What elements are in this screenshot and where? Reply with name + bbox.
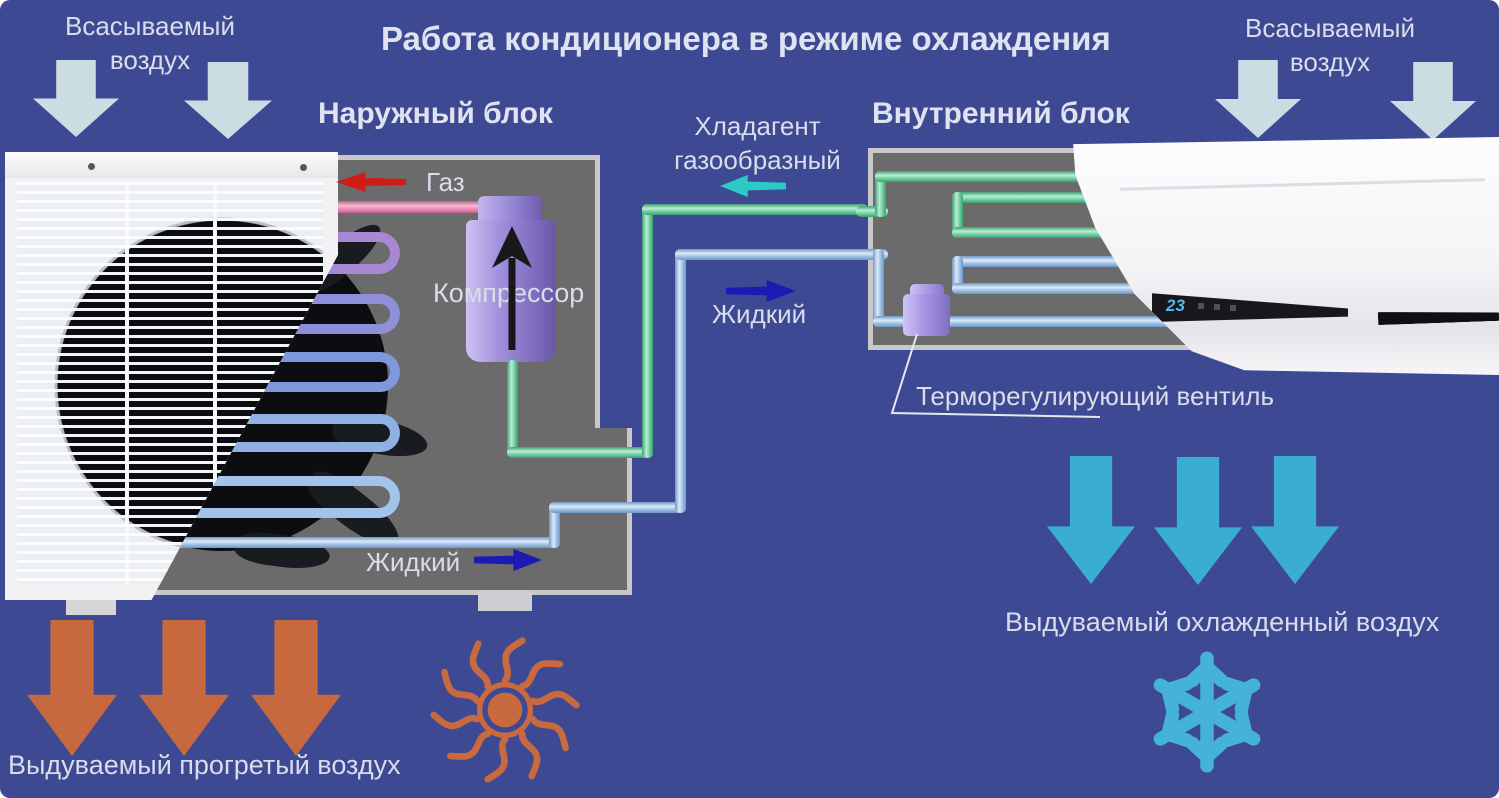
liquid-line-label: Жидкий — [712, 299, 807, 329]
display-indicator-icon — [1214, 304, 1220, 310]
warm-air-arrow-icon — [251, 620, 341, 756]
cool-exhaust-label: Выдуваемый охлажденный воздух — [1005, 607, 1440, 637]
pipe-liquid — [675, 249, 867, 260]
compressor-label: Компрессор — [433, 278, 585, 308]
evaporator-coil-gas — [875, 171, 1100, 182]
condenser-coil-loop — [170, 352, 400, 392]
snowflake-icon — [1153, 651, 1261, 773]
gas-label: Газ — [426, 167, 465, 197]
pipe-gas — [642, 204, 653, 458]
outdoor-unit-label: Наружный блок — [318, 97, 553, 130]
evaporator-coil-liquid — [873, 249, 884, 327]
sun-icon — [430, 637, 580, 783]
pipe-gas — [642, 204, 868, 215]
evaporator-coil-liquid — [952, 256, 1142, 267]
intake-air-right-label: Всасываемый воздух — [1244, 13, 1415, 77]
evaporator-coil-liquid — [952, 283, 1152, 294]
screw-icon — [300, 164, 307, 171]
evaporator-coil-gas — [952, 192, 963, 238]
refrigerant-gas-label: Хладагент газообразный — [674, 111, 841, 175]
warm-exhaust-label: Выдуваемый прогретый воздух — [8, 750, 401, 780]
cool-air-arrow-icon — [1251, 456, 1339, 584]
screw-icon — [88, 163, 95, 170]
condenser-coil-loop — [170, 414, 400, 452]
outdoor-unit-top-cap — [5, 152, 338, 178]
evaporator-coil-gas — [952, 227, 1122, 238]
pipe-liquid — [675, 249, 686, 513]
indoor-display-temperature: 23 — [1166, 296, 1185, 315]
pipe-liquid — [158, 537, 560, 548]
casing-crease — [1120, 178, 1485, 191]
pipe-liquid — [549, 502, 560, 548]
expansion-valve-cap — [910, 284, 944, 296]
outdoor-unit-foot — [478, 591, 532, 611]
page-title: Работа кондиционера в режиме охлаждения — [380, 20, 1111, 57]
expansion-valve-label: Терморегулирующий вентиль — [916, 381, 1275, 411]
expansion-valve — [903, 294, 950, 336]
condenser-coil-loop — [170, 476, 400, 518]
warm-air-arrow-icon — [139, 620, 229, 756]
liquid-outdoor-label: Жидкий — [366, 547, 461, 577]
pipe-hot-gas — [300, 201, 485, 213]
pipe-liquid — [549, 502, 686, 513]
evaporator-coil-gas — [856, 206, 888, 217]
evaporator-coil-gas — [875, 171, 886, 217]
refrigerant-flow-arrow-icon — [720, 175, 786, 197]
cool-air-arrow-icon — [1047, 456, 1135, 584]
pipe-gas — [507, 360, 518, 455]
display-indicator-icon — [1198, 303, 1204, 309]
intake-air-left-label: Всасываемый воздух — [64, 11, 235, 75]
display-indicator-icon — [1230, 305, 1236, 311]
outdoor-unit-foot — [66, 595, 116, 615]
warm-air-arrow-icon — [27, 620, 117, 756]
indoor-louver-slot — [1378, 308, 1499, 325]
evaporator-coil-liquid — [873, 316, 1193, 327]
pipe-gas — [507, 447, 653, 458]
indoor-unit-label: Внутренний блок — [872, 97, 1130, 130]
cool-air-arrow-icon — [1154, 457, 1242, 585]
evaporator-coil-liquid — [856, 249, 888, 260]
evaporator-coil-gas — [952, 192, 1102, 203]
evaporator-coil-liquid — [952, 256, 963, 294]
